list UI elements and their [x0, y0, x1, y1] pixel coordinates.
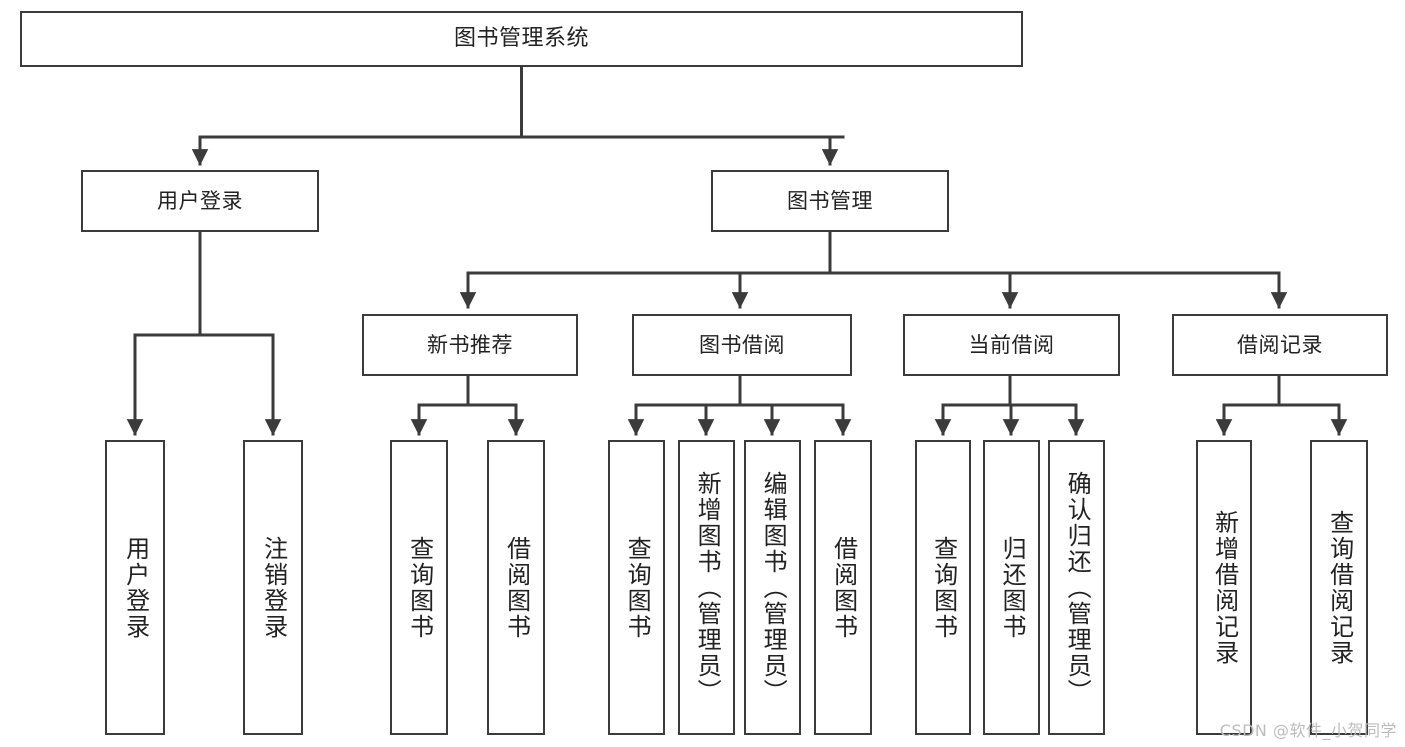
node-user-login[interactable]: 用户登录 [81, 170, 319, 232]
node-current-borrow-label: 当前借阅 [968, 332, 1055, 357]
node-leaf-cur-confirm-return[interactable]: 确认归还（管理员） [1048, 440, 1105, 735]
node-leaf-rec-query-book[interactable]: 查询图书 [390, 440, 448, 735]
node-book-manage-label: 图书管理 [787, 188, 873, 213]
node-leaf-rec-borrow-book-label: 借阅图书 [502, 535, 531, 640]
node-leaf-cur-confirm-return-label: 确认归还（管理员） [1063, 470, 1092, 705]
node-leaf-rec-add-record-label: 新增借阅记录 [1210, 509, 1239, 666]
node-leaf-borrow-edit-book[interactable]: 编辑图书（管理员） [744, 440, 801, 735]
node-leaf-cur-return-book-label: 归还图书 [998, 535, 1027, 640]
node-new-book-rec[interactable]: 新书推荐 [362, 314, 578, 376]
node-leaf-user-logout-label: 注销登录 [259, 535, 288, 640]
node-leaf-rec-query-record[interactable]: 查询借阅记录 [1310, 440, 1368, 735]
node-leaf-cur-query-book-label: 查询图书 [929, 535, 958, 640]
node-current-borrow[interactable]: 当前借阅 [903, 314, 1120, 376]
node-borrow-record-label: 借阅记录 [1237, 332, 1323, 357]
node-book-borrow-label: 图书借阅 [699, 332, 785, 357]
node-leaf-borrow-add-book-label: 新增图书（管理员） [693, 470, 722, 705]
node-leaf-rec-borrow-book[interactable]: 借阅图书 [487, 440, 545, 735]
node-root[interactable]: 图书管理系统 [20, 11, 1023, 67]
node-root-label: 图书管理系统 [453, 26, 589, 52]
node-leaf-borrow-add-book[interactable]: 新增图书（管理员） [678, 440, 735, 735]
node-leaf-borrow-borrow-book-label: 借阅图书 [829, 535, 858, 640]
node-leaf-borrow-edit-book-label: 编辑图书（管理员） [759, 470, 788, 705]
node-leaf-rec-add-record[interactable]: 新增借阅记录 [1196, 440, 1252, 735]
node-book-borrow[interactable]: 图书借阅 [632, 314, 852, 376]
node-leaf-user-login[interactable]: 用户登录 [105, 440, 165, 735]
node-user-login-label: 用户登录 [157, 188, 243, 213]
node-leaf-cur-return-book[interactable]: 归还图书 [983, 440, 1040, 735]
node-leaf-user-logout[interactable]: 注销登录 [243, 440, 303, 735]
node-leaf-borrow-borrow-book[interactable]: 借阅图书 [814, 440, 872, 735]
node-leaf-user-login-label: 用户登录 [121, 535, 150, 640]
node-book-manage[interactable]: 图书管理 [711, 170, 949, 232]
node-leaf-rec-query-record-label: 查询借阅记录 [1325, 509, 1354, 666]
node-new-book-rec-label: 新书推荐 [427, 332, 513, 357]
node-leaf-borrow-query-book[interactable]: 查询图书 [608, 440, 665, 735]
csdn-watermark: CSDN @软件_小贺同学 [1219, 721, 1397, 740]
node-leaf-cur-query-book[interactable]: 查询图书 [915, 440, 971, 735]
node-borrow-record[interactable]: 借阅记录 [1172, 314, 1388, 376]
node-leaf-rec-query-book-label: 查询图书 [405, 535, 434, 640]
node-leaf-borrow-query-book-label: 查询图书 [623, 535, 652, 640]
